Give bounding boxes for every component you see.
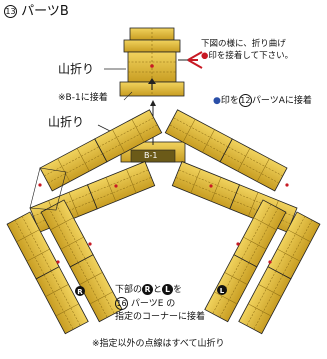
fold-arrow-icon	[178, 51, 203, 69]
r-badge-icon: R	[75, 286, 85, 296]
dot-note-pre: 印を	[220, 96, 239, 106]
bottom-line1-mid: と	[153, 285, 163, 295]
footer-note: ※指定以外の点線はすべて山折り	[92, 339, 225, 349]
title-text: パーツB	[21, 4, 69, 19]
attach-note: ※B-1に接着	[58, 93, 108, 103]
bottom-line3: 指定のコーナーに接着	[115, 312, 206, 322]
b1-label: B-1	[144, 151, 158, 160]
svg-text:L: L	[220, 287, 225, 295]
attach-leader	[123, 91, 133, 101]
step-number-icon: 13	[4, 5, 17, 18]
l-letter-icon: L	[162, 284, 174, 295]
dot-note: ●印を12パーツAに接着	[213, 94, 312, 107]
left-arm	[6, 109, 163, 335]
fold-instruction: 下図の様に、折り曲げ ●印を接着して下さい。	[201, 38, 293, 62]
r-letter-icon: R	[142, 284, 154, 295]
l-badge-icon: L	[217, 285, 227, 295]
blue-dot-icon: ●	[213, 96, 221, 106]
part-number-icon: 12	[238, 94, 252, 107]
spool-part	[119, 27, 185, 97]
right-arm	[164, 109, 321, 335]
part-e-number-icon: 16	[115, 297, 128, 310]
bottom-line1-pre: 下部の	[115, 285, 143, 295]
b1-center-piece	[120, 100, 186, 163]
fold-instruction-line2: 印を接着して下さい。	[208, 51, 294, 61]
mountain-fold-label-mid: 山折り	[48, 115, 85, 129]
bottom-line1-post: を	[173, 285, 183, 295]
red-dot-icon: ●	[201, 51, 209, 61]
page-title: 13 パーツB	[4, 5, 69, 18]
svg-text:R: R	[77, 288, 83, 296]
dot-note-post: パーツAに接着	[251, 96, 312, 106]
mountain-fold-label-top: 山折り	[58, 62, 95, 76]
bottom-line2: パーツE の	[130, 299, 176, 309]
fold-instruction-line1: 下図の様に、折り曲げ	[201, 39, 286, 49]
